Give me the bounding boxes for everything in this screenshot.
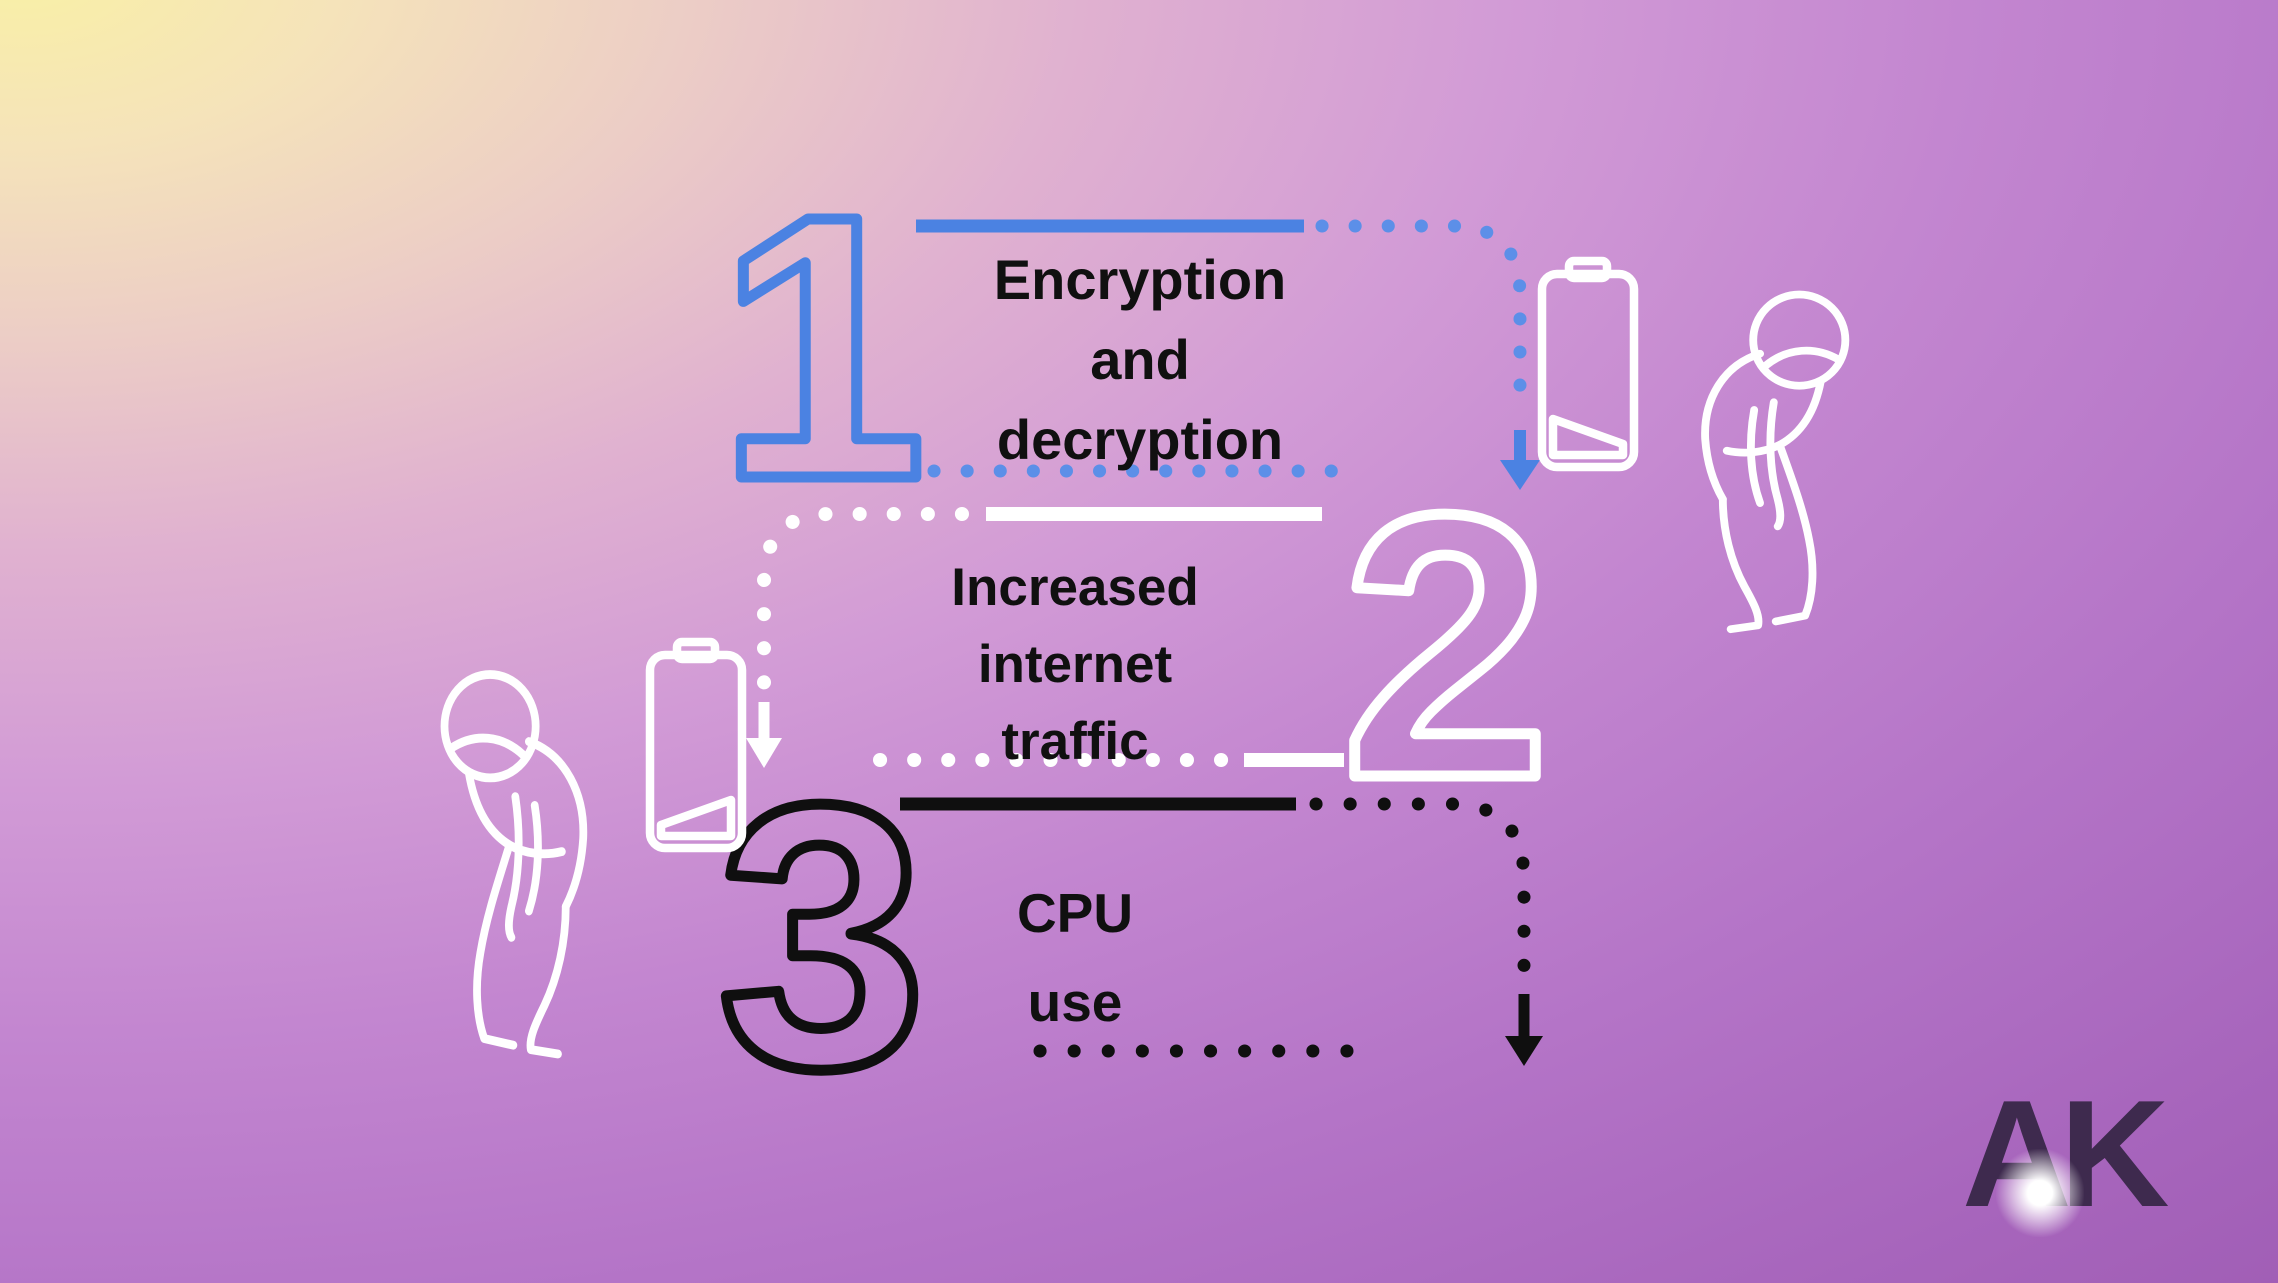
section-1-connector: 1 xyxy=(712,134,1540,563)
section-1-number: 1 xyxy=(718,139,927,557)
section-2-dotted-connector xyxy=(757,507,969,697)
section-3-label: CPU use xyxy=(845,869,1305,1047)
label-line: decryption xyxy=(996,408,1284,471)
section-3-dotted-connector xyxy=(1309,797,1531,989)
label-line: internet xyxy=(977,635,1173,694)
label-line: traffic xyxy=(1001,712,1149,771)
section-1-label: Encryption and decryption xyxy=(910,240,1370,480)
label-line: and xyxy=(1090,328,1190,391)
section-2-connector: 2 xyxy=(746,433,1556,862)
label-line: Increased xyxy=(951,558,1199,617)
brand-logo-text: AK xyxy=(1962,1069,2170,1239)
section-3-number: 3 xyxy=(718,728,927,1146)
low-battery-icon xyxy=(645,637,747,853)
section-1-dotted-connector xyxy=(1315,219,1527,425)
brand-logo: AK xyxy=(1962,1069,2212,1250)
tired-person-icon xyxy=(440,670,588,1059)
label-line: Encryption xyxy=(993,248,1287,311)
low-battery-icon xyxy=(1537,256,1639,472)
label-line: CPU xyxy=(1016,882,1134,944)
section-2-number: 2 xyxy=(1342,438,1551,856)
section-3-connector: 3 xyxy=(712,723,1543,1152)
section-2-label: Increased internet traffic xyxy=(845,549,1305,780)
down-arrow-icon xyxy=(1505,994,1543,1066)
down-arrow-icon xyxy=(746,702,782,768)
tired-person-icon xyxy=(1701,290,1850,634)
label-line: use xyxy=(1027,971,1123,1033)
down-arrow-icon xyxy=(1500,430,1540,490)
